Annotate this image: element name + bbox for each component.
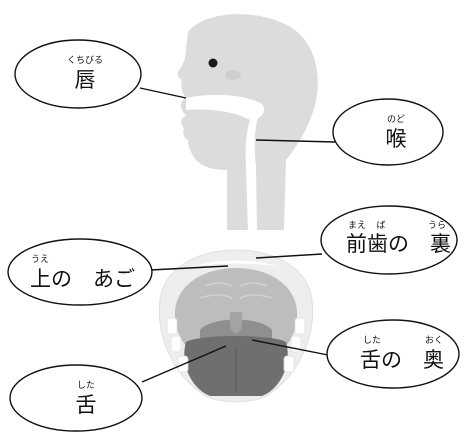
eye — [208, 58, 218, 68]
leader-lips — [139, 87, 187, 99]
ruby-tongue: した — [77, 380, 95, 391]
label-throat: のど 喉 — [332, 98, 444, 166]
palate-ridges — [199, 282, 273, 299]
kanji-throat: 喉 — [386, 127, 407, 151]
bubble-front-teeth-back — [320, 205, 458, 275]
bubble-tongue-back — [326, 319, 460, 389]
bubble-tongue — [9, 364, 143, 432]
kanji-tongue: 舌 — [76, 393, 97, 417]
leader-tongue-back — [251, 339, 329, 356]
text-upper-palate: 上の あご — [30, 267, 135, 291]
bubble-lips — [14, 39, 142, 109]
cheek — [225, 70, 241, 80]
head-profile-illustration — [177, 14, 318, 232]
label-front-teeth-back: まえ ば うら 前歯の 裏 — [320, 205, 458, 275]
teeth-upper — [192, 260, 280, 268]
label-lips: くちびる 唇 — [14, 39, 142, 109]
bubble-upper-palate — [7, 238, 153, 306]
teeth — [166, 317, 306, 373]
leader-front-teeth-back — [255, 253, 323, 259]
ruby-tongue-back-1: した — [363, 335, 381, 346]
bubble-throat — [332, 98, 444, 166]
ruby-tongue-back-2: おく — [425, 335, 443, 346]
text-tongue-back: 舌の 奥 — [360, 348, 444, 372]
airway-channel — [186, 94, 265, 232]
label-upper-palate: うえ 上の あご — [7, 238, 153, 306]
ruby-upper-palate: うえ — [31, 254, 49, 265]
head-silhouette — [177, 14, 318, 230]
open-mouth-illustration — [158, 249, 314, 403]
text-front-teeth-back: 前歯の 裏 — [346, 232, 451, 256]
leader-lines — [139, 87, 336, 383]
leader-tongue — [141, 345, 227, 383]
label-tongue: した 舌 — [9, 364, 143, 432]
ruby-lips: くちびる — [67, 55, 103, 66]
ruby-front-teeth-3: うら — [428, 220, 446, 231]
uvula — [229, 312, 243, 334]
ruby-front-teeth-1: まえ — [348, 220, 366, 231]
kanji-lips: 唇 — [75, 68, 96, 92]
leader-throat — [255, 139, 336, 143]
ruby-throat: のど — [387, 114, 405, 125]
label-tongue-back: した おく 舌の 奥 — [326, 319, 460, 389]
leader-upper-palate — [149, 265, 229, 271]
ruby-front-teeth-2: ば — [376, 220, 385, 231]
